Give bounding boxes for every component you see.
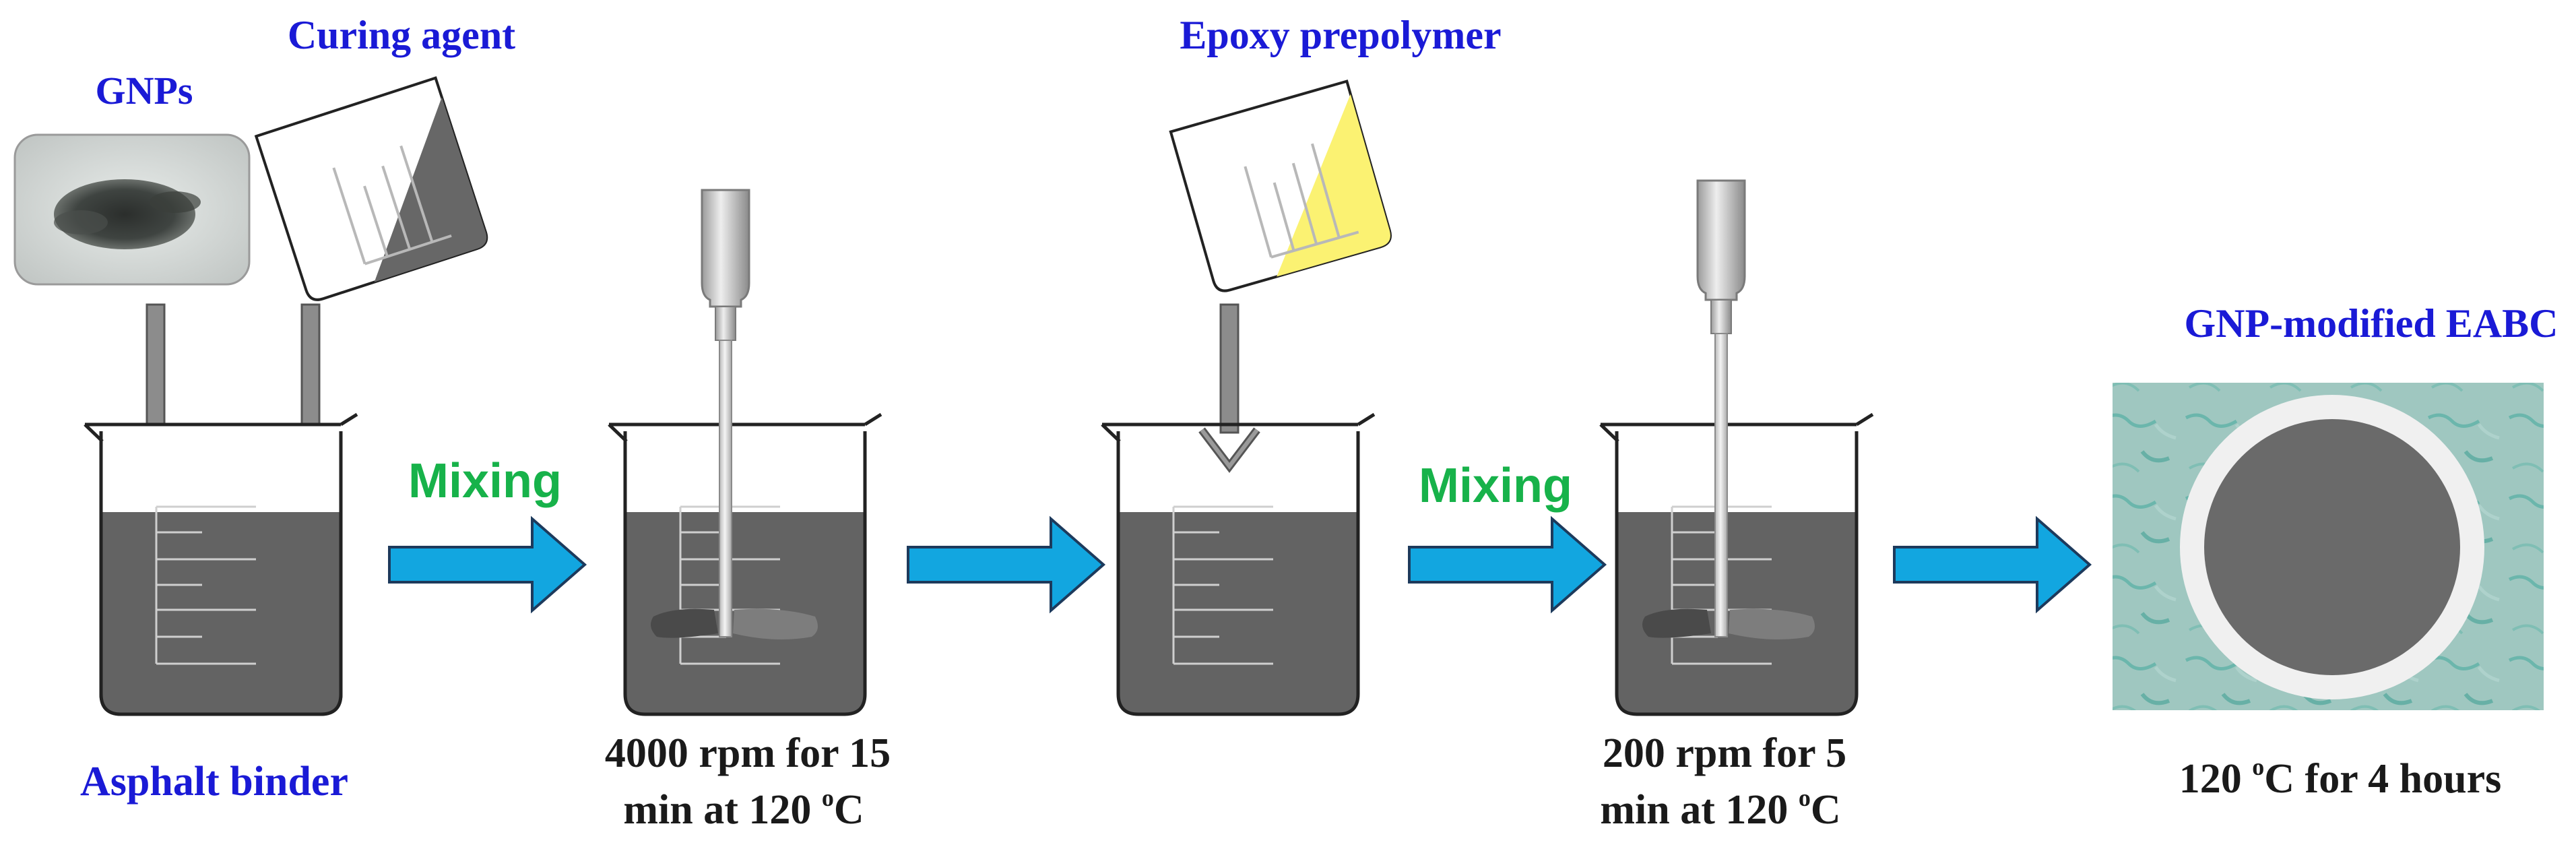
gnps-photo bbox=[13, 133, 251, 286]
gnps-label: GNPs bbox=[96, 69, 193, 113]
flow-arrow-4-icon bbox=[1893, 515, 2092, 614]
mixing-label-1: Mixing bbox=[408, 454, 562, 508]
step4-condition-line2: min at 120 oC bbox=[1600, 784, 1840, 833]
step2-condition-line1: 4000 rpm for 15 bbox=[605, 730, 891, 776]
flow-arrow-3-icon bbox=[1408, 515, 1607, 614]
eabc-sample-photo bbox=[2113, 383, 2544, 710]
flow-arrow-1-icon bbox=[388, 515, 587, 614]
beaker-3-icon bbox=[1101, 412, 1376, 716]
epoxy-drop-arrow-icon bbox=[1198, 303, 1260, 473]
step2-condition-line2: min at 120 oC bbox=[623, 784, 864, 833]
beaker-4-stirrer-icon bbox=[1599, 179, 1874, 716]
epoxy-prepolymer-label: Epoxy prepolymer bbox=[1180, 13, 1501, 57]
curing-condition-label: 120 oC for 4 hours bbox=[2179, 753, 2501, 802]
asphalt-binder-label: Asphalt binder bbox=[80, 759, 348, 805]
step4-condition-line1: 200 rpm for 5 bbox=[1603, 730, 1846, 776]
beaker-2-stirrer-icon bbox=[608, 189, 882, 716]
epoxy-prepolymer-beaker-icon bbox=[1169, 80, 1392, 292]
mixing-label-2: Mixing bbox=[1419, 459, 1572, 513]
curing-agent-label: Curing agent bbox=[288, 13, 515, 57]
flow-arrow-2-icon bbox=[907, 515, 1106, 614]
curing-agent-beaker-icon bbox=[254, 76, 488, 301]
product-label: GNP-modified EABC bbox=[2185, 301, 2558, 346]
beaker-1-icon bbox=[84, 412, 358, 716]
